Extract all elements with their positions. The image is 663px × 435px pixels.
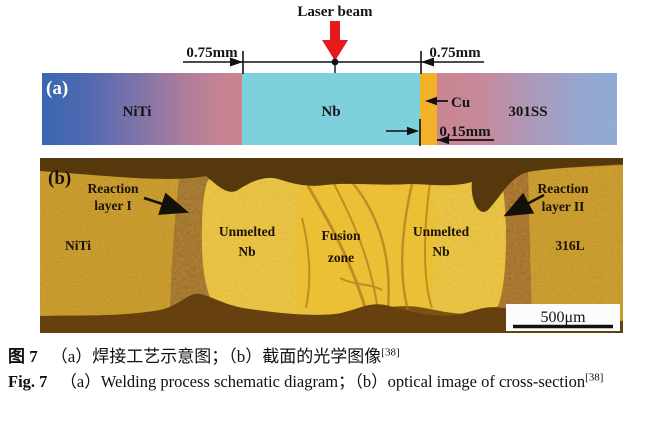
- nb-region: [242, 73, 420, 145]
- panel-b-label: (b): [48, 168, 71, 189]
- fusion-swirl-texture: [301, 179, 433, 313]
- fusion-zone-label-line2: zone: [328, 250, 354, 265]
- 316l-micro-label: 316L: [555, 238, 584, 253]
- reaction-layer-2-label-line2: layer II: [542, 199, 585, 214]
- niti-micro-label: NiTi: [65, 238, 91, 253]
- caption-zh-prefix: 图 7: [8, 347, 38, 366]
- scale-bar-label: 500μm: [540, 309, 586, 326]
- niti-micro-region: [40, 166, 186, 324]
- laser-beam-arrow-icon: [322, 21, 348, 61]
- fusion-zone-region: [294, 178, 435, 315]
- caption-zh-body: （a）焊接工艺示意图；（b）截面的光学图像: [50, 347, 382, 366]
- 301ss-region: [437, 73, 617, 145]
- reaction-layer-1-label-line1: Reaction: [88, 181, 139, 196]
- micrograph-top-band: [40, 158, 623, 212]
- right-dim-label: 0.75mm: [429, 45, 481, 61]
- 316l-micro-region: [524, 165, 623, 328]
- cu-interlayer-region: [420, 73, 437, 145]
- micrograph-bottom-band: [40, 293, 623, 333]
- fusion-zone-label-line1: Fusion: [321, 228, 361, 243]
- arrowhead-left-icon: [421, 57, 434, 67]
- unmelted-nb-left-label-line1: Unmelted: [219, 224, 276, 239]
- panel-a-welding-schematic: Laser beam 0.75mm 0.75mm (a) NiTi Nb Cu …: [0, 0, 663, 150]
- panel-b-micrograph: (b) Reaction layer I NiTi Unmelted Nb Fu…: [40, 158, 623, 333]
- reaction-layer-1-arrow-icon: [143, 192, 189, 215]
- caption-en-ref: [38]: [585, 371, 604, 384]
- material-bar: [42, 73, 617, 145]
- micrograph-art: (b) Reaction layer I NiTi Unmelted Nb Fu…: [40, 158, 623, 333]
- caption-en-prefix: Fig. 7: [8, 372, 48, 391]
- caption-en-body: （a）Welding process schematic diagram；（b）…: [60, 372, 586, 391]
- figure-caption: 图 7（a）焊接工艺示意图；（b）截面的光学图像[38] Fig. 7（a）We…: [8, 344, 658, 394]
- niti-region: [42, 73, 242, 145]
- reaction-layer-2-label-line1: Reaction: [538, 181, 589, 196]
- caption-zh-ref: [38]: [381, 346, 400, 359]
- laser-spot-dot: [331, 58, 339, 66]
- caption-en: Fig. 7 （a）Welding process schematic diagr…: [8, 369, 658, 394]
- arrowhead-right-icon: [230, 57, 243, 67]
- laser-beam-label: Laser beam: [297, 4, 373, 20]
- unmelted-nb-right-label-line2: Nb: [432, 244, 449, 259]
- caption-zh: 图 7 （a）焊接工艺示意图；（b）截面的光学图像[38]: [8, 344, 658, 369]
- unmelted-nb-right-label-line1: Unmelted: [413, 224, 470, 239]
- reaction-layer-1-label-line2: layer I: [94, 198, 132, 213]
- reaction-layer-2-arrow-icon: [503, 192, 545, 217]
- left-dim-label: 0.75mm: [186, 45, 238, 61]
- unmelted-nb-left-label-line2: Nb: [238, 244, 255, 259]
